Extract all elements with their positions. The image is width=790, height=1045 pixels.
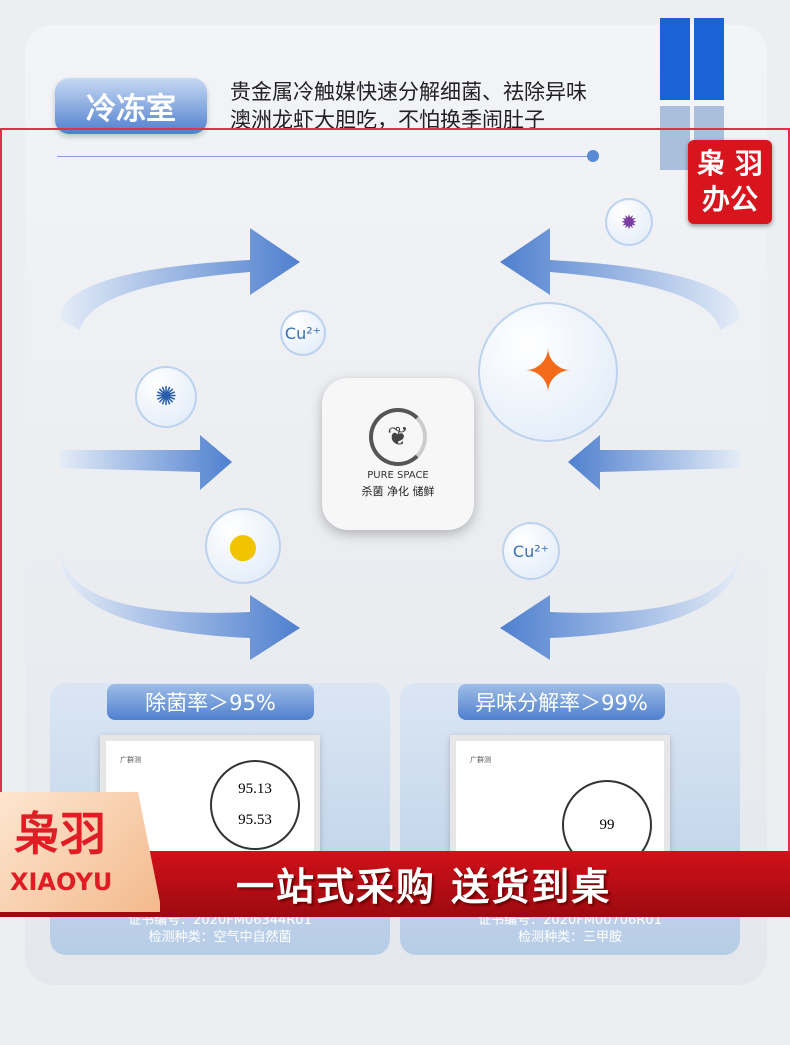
magnifier: 95.13 95.53 xyxy=(210,760,300,850)
divider-dot xyxy=(587,150,599,162)
cert-info: 证书编号：2020FM00706R01 检测种类：三甲胺 xyxy=(400,912,740,946)
result-value: 95.13 xyxy=(238,781,272,797)
feature-description: 贵金属冷触媒快速分解细菌、祛除异味 澳洲龙虾大胆吃，不怕换季闹肚子 xyxy=(230,78,587,134)
result-value: 99 xyxy=(599,816,615,833)
logo-en: XIAOYU xyxy=(10,868,113,896)
watermark-logo: 枭 羽办公 xyxy=(688,140,772,224)
bacteria-icon: ✺ xyxy=(135,366,197,428)
panel-title: 除菌率＞95% xyxy=(107,684,314,720)
leaf-icon: ❦ xyxy=(369,408,427,466)
result-value: 95.53 xyxy=(238,812,272,828)
test-type: 检测种类：三甲胺 xyxy=(517,930,622,945)
copper-ion-bubble: Cu²⁺ xyxy=(502,522,560,580)
cert-org: 广群测 xyxy=(470,756,491,764)
divider xyxy=(57,156,593,157)
brand-logo xyxy=(0,792,160,912)
cert-info: 证书编号：2020FM06344R01 检测种类：空气中自然菌 xyxy=(50,912,390,946)
logo-cn: 枭羽 xyxy=(14,807,106,861)
compartment-badge: 冷冻室 xyxy=(55,78,207,134)
lobster-icon: ✦ xyxy=(478,302,618,442)
desc-line-1: 贵金属冷触媒快速分解细菌、祛除异味 xyxy=(230,80,587,104)
test-type: 检测种类：空气中自然菌 xyxy=(148,930,292,945)
banner-slogan: 一站式采购 送货到桌 xyxy=(236,865,612,909)
copper-ion-bubble: Cu²⁺ xyxy=(280,310,326,356)
tagline: 杀菌 净化 储鲜 xyxy=(361,485,435,498)
panel-title: 异味分解率＞99% xyxy=(458,684,665,720)
desc-line-2: 澳洲龙虾大胆吃，不怕换季闹肚子 xyxy=(230,108,545,132)
lemon-icon: ● xyxy=(205,508,281,584)
virus-icon: ✹ xyxy=(605,198,653,246)
purifier-module: ❦ PURE SPACE 杀菌 净化 储鲜 xyxy=(322,378,474,530)
cert-org: 广群测 xyxy=(120,756,141,764)
brand-name: PURE SPACE xyxy=(367,470,429,481)
